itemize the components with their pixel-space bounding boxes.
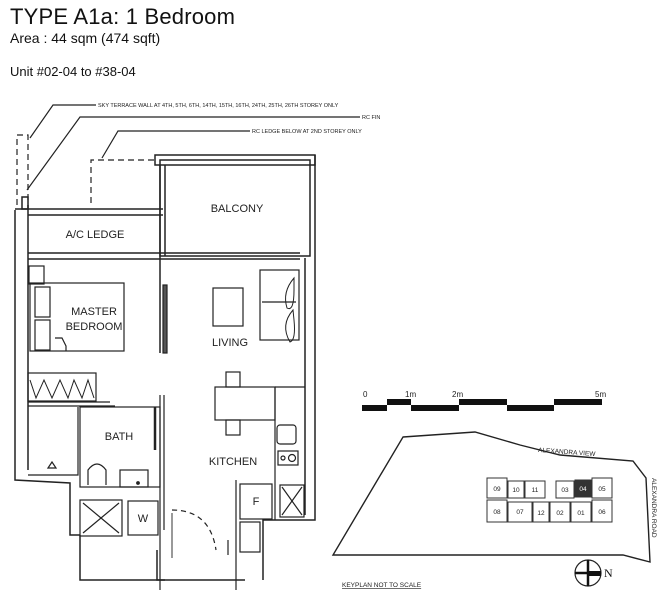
north-label: N — [604, 566, 613, 580]
scale-label-0: 0 — [363, 390, 368, 399]
unit-range-text: Unit #02-04 to #38-04 — [10, 64, 136, 79]
living-room — [212, 269, 300, 343]
unit-label: 08 — [493, 509, 501, 516]
rc-ledge-note: RC LEDGE BELOW AT 2ND STOREY ONLY — [252, 129, 362, 135]
balcony-label: BALCONY — [211, 203, 264, 215]
keyplan-unit-01 — [570, 501, 592, 523]
unit-label: 06 — [598, 509, 606, 516]
keyplan-unit-04-highlighted — [574, 479, 592, 498]
unit-label: 03 — [561, 487, 569, 494]
entrance-door — [171, 509, 229, 558]
keyplan: ALEXANDRA VIEW ALEXANDRA ROAD 09 10 11 0… — [331, 431, 657, 589]
unit-label: 09 — [493, 486, 501, 493]
bath-label: BATH — [105, 431, 134, 443]
scale-label-2m: 2m — [452, 390, 463, 399]
sky-terrace-note: SKY TERRACE WALL AT 4TH, 5TH, 6TH, 14TH,… — [98, 103, 339, 109]
exterior-walls — [14, 154, 316, 581]
plan-title: TYPE A1a: 1 Bedroom — [10, 4, 236, 29]
kitchen-area — [214, 371, 305, 590]
master-bedroom-label-2: BEDROOM — [66, 321, 123, 333]
master-bedroom-label-1: MASTER — [71, 306, 117, 318]
scale-label-1m: 1m — [405, 390, 416, 399]
fridge-label: F — [253, 496, 260, 508]
partition — [162, 284, 168, 354]
rc-fin-note: RC FIN — [362, 115, 380, 121]
unit-label: 12 — [537, 510, 545, 517]
keyplan-unit-08 — [486, 499, 508, 523]
keyplan-unit-06 — [591, 499, 613, 523]
bath-room — [79, 395, 165, 590]
scale-label-5m: 5m — [595, 390, 606, 399]
living-label: LIVING — [212, 337, 248, 349]
keyplan-unit-09 — [486, 477, 508, 499]
unit-label-highlighted: 04 — [579, 486, 587, 493]
keyplan-unit-07 — [507, 501, 533, 523]
unit-label: 01 — [577, 510, 585, 517]
north-compass-icon — [574, 559, 602, 587]
annotation-leaders — [26, 104, 360, 191]
unit-label: 10 — [512, 487, 520, 494]
unit-label: 02 — [556, 510, 564, 517]
keyplan-unit-10 — [507, 480, 525, 499]
sky-terrace-wall — [16, 134, 155, 205]
scale-bar: 0 1m 2m 5m — [362, 390, 606, 411]
unit-label: 07 — [516, 509, 524, 516]
washer-label: W — [138, 513, 149, 525]
road-alexandra-view: ALEXANDRA VIEW — [538, 447, 597, 458]
road-alexandra-road: ALEXANDRA ROAD — [650, 478, 657, 538]
master-bedroom — [27, 265, 125, 476]
keyplan-unit-12 — [532, 501, 550, 523]
keyplan-unit-02 — [549, 501, 571, 523]
kitchen-label: KITCHEN — [209, 456, 257, 468]
ac-ledge-label: A/C LEDGE — [66, 229, 125, 241]
keyplan-unit-05 — [591, 477, 613, 499]
area-text: Area : 44 sqm (474 sqft) — [10, 30, 161, 46]
keyplan-unit-11 — [524, 480, 546, 499]
keyplan-unit-03 — [555, 480, 575, 499]
keyplan-caption: KEYPLAN NOT TO SCALE — [342, 582, 422, 589]
unit-label: 05 — [598, 486, 606, 493]
unit-label: 11 — [532, 487, 539, 494]
